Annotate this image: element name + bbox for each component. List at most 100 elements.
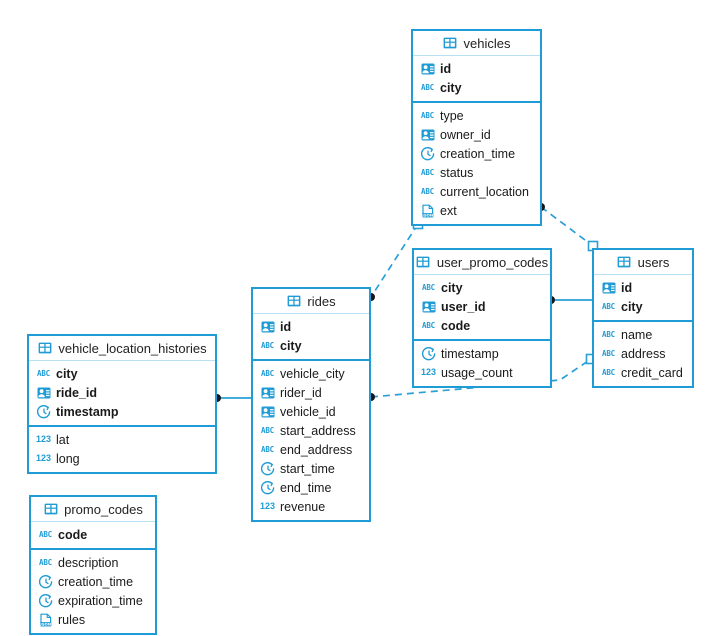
primary-key-field-vehicle_location_histories-ride_id[interactable]: ride_id — [29, 383, 215, 402]
field-label: long — [56, 451, 80, 466]
field-label: code — [58, 527, 88, 542]
entity-title-users[interactable]: users — [594, 250, 692, 275]
primary-key-field-vehicle_location_histories-timestamp[interactable]: timestamp — [29, 402, 215, 421]
string-type-icon: ABC — [602, 329, 615, 339]
attribute-field-promo_codes-expiration_time[interactable]: expiration_time — [31, 591, 155, 610]
attribute-field-rides-start_time[interactable]: start_time — [253, 459, 369, 478]
attribute-field-rides-end_time[interactable]: end_time — [253, 478, 369, 497]
field-label: id — [280, 319, 292, 334]
uuid-type-icon — [260, 386, 275, 400]
primary-key-field-rides-id[interactable]: id — [253, 317, 369, 336]
field-label: id — [440, 61, 452, 76]
attribute-field-vehicles-creation_time[interactable]: creation_time — [413, 144, 540, 163]
table-icon — [37, 341, 52, 355]
field-label: ride_id — [56, 385, 97, 400]
field-label: code — [441, 318, 471, 333]
relationship-vehicle_location_histories-rides[interactable] — [213, 394, 251, 402]
attribute-field-vehicles-ext[interactable]: JSON ext — [413, 201, 540, 220]
field-label: id — [621, 280, 633, 295]
entity-title-vehicle_location_histories[interactable]: vehicle_location_histories — [29, 336, 215, 361]
field-label: start_address — [280, 423, 356, 438]
relationship-vehicles-users[interactable] — [537, 203, 599, 252]
field-label: start_time — [280, 461, 335, 476]
attribute-field-promo_codes-creation_time[interactable]: creation_time — [31, 572, 155, 591]
string-type-icon: ABC — [421, 186, 434, 196]
attribute-field-users-name[interactable]: ABC name — [594, 325, 692, 344]
primary-key-field-user_promo_codes-user_id[interactable]: user_id — [414, 297, 550, 316]
entity-title-rides[interactable]: rides — [253, 289, 369, 314]
number-type-icon: 123 — [35, 434, 52, 444]
primary-key-field-users-id[interactable]: id — [594, 278, 692, 297]
attribute-field-rides-rider_id[interactable]: rider_id — [253, 383, 369, 402]
field-label: rider_id — [280, 385, 322, 400]
string-type-icon: ABC — [39, 557, 52, 567]
field-label: name — [621, 327, 653, 342]
entity-title-promo_codes[interactable]: promo_codes — [31, 497, 155, 522]
field-label: type — [440, 108, 464, 123]
table-icon — [43, 502, 58, 516]
string-type-icon: ABC — [602, 348, 615, 358]
svg-text:JSON: JSON — [421, 212, 433, 217]
attribute-field-rides-vehicle_id[interactable]: vehicle_id — [253, 402, 369, 421]
string-type-icon: ABC — [421, 167, 434, 177]
field-label: timestamp — [56, 404, 119, 419]
field-label: city — [441, 280, 463, 295]
uuid-type-icon — [601, 281, 616, 295]
string-type-icon: ABC — [261, 425, 274, 435]
field-label: timestamp — [441, 346, 499, 361]
attribute-field-user_promo_codes-timestamp[interactable]: timestamp — [414, 344, 550, 363]
field-label: user_id — [441, 299, 486, 314]
entity-name-label: vehicles — [463, 35, 511, 51]
field-label: revenue — [280, 499, 326, 514]
string-type-icon: ABC — [422, 320, 435, 330]
field-label: credit_card — [621, 365, 683, 380]
primary-key-field-user_promo_codes-code[interactable]: ABC code — [414, 316, 550, 335]
entity-name-label: users — [637, 254, 670, 270]
entity-title-user_promo_codes[interactable]: user_promo_codes — [414, 250, 550, 275]
json-type-icon: JSON — [38, 613, 53, 627]
attribute-field-promo_codes-description[interactable]: ABC description — [31, 553, 155, 572]
string-type-icon: ABC — [261, 368, 274, 378]
string-type-icon: ABC — [37, 368, 50, 378]
entity-title-vehicles[interactable]: vehicles — [413, 31, 540, 56]
attribute-field-vehicles-owner_id[interactable]: owner_id — [413, 125, 540, 144]
string-type-icon: ABC — [261, 340, 274, 350]
attribute-field-rides-start_address[interactable]: ABC start_address — [253, 421, 369, 440]
field-label: ext — [440, 203, 457, 218]
table-icon — [443, 36, 458, 50]
field-label: city — [440, 80, 462, 95]
attribute-field-users-credit_card[interactable]: ABC credit_card — [594, 363, 692, 382]
string-type-icon: ABC — [602, 367, 615, 377]
string-type-icon: ABC — [261, 444, 274, 454]
primary-key-field-vehicles-id[interactable]: id — [413, 59, 540, 78]
field-label: description — [58, 555, 119, 570]
relationship-user_promo_codes-users[interactable] — [547, 296, 593, 304]
